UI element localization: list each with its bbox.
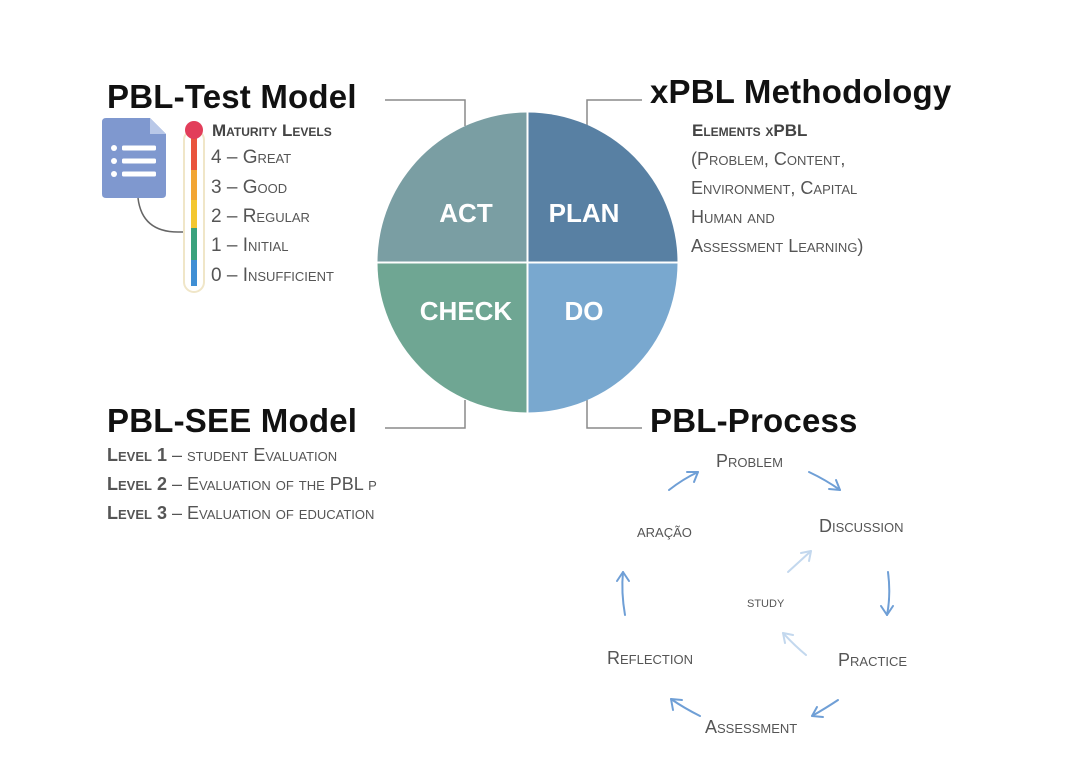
arrow-practice-assessment (811, 699, 839, 718)
connector-act (385, 99, 466, 126)
arrow-reflection-preparation (616, 571, 630, 616)
process-step-assessment: Assessment (705, 717, 798, 737)
arrow-practice-study (782, 632, 807, 656)
see-level-3: Level 3 – Evaluation of education (107, 503, 375, 523)
maturity-level-1: 1 – Initial (211, 235, 289, 256)
test-model-title: PBL-Test Model (107, 78, 357, 115)
process-step-practice: Practice (838, 650, 908, 670)
pdca-do-quadrant (527, 262, 678, 413)
thermometer-icon (183, 121, 205, 293)
pdca-circle: ACT PLAN CHECK DO (377, 112, 678, 413)
pdca-act-label: ACT (439, 198, 493, 228)
process-step-preparation: aração (637, 521, 692, 541)
pdca-plan-label: PLAN (549, 198, 620, 228)
connector-plan (586, 99, 642, 126)
xpbl-element-line-2: Environment, Capital (691, 178, 858, 198)
maturity-level-0: 0 – Insufficient (211, 265, 334, 286)
xpbl-element-line-1: (Problem, Content, (691, 149, 846, 169)
process-step-reflection: Reflection (607, 648, 693, 668)
pdca-act-quadrant (377, 112, 528, 263)
xpbl-element-line-4: Assessment Learning) (691, 236, 864, 256)
pdca-check-label: CHECK (420, 296, 513, 326)
arrow-study-discussion (787, 550, 812, 573)
see-level-1: Level 1 – student Evaluation (107, 445, 338, 465)
see-levels: Level 1 – student Evaluation Level 2 – E… (107, 441, 429, 533)
see-level-2: Level 2 – Evaluation of the PBL p (107, 474, 377, 494)
pdca-plan-quadrant (527, 112, 678, 263)
xpbl-element-line-3: Human and (691, 207, 775, 227)
process-title: PBL-Process (650, 402, 858, 439)
connector-check (385, 400, 466, 429)
xpbl-subtitle: Elements xPBL (692, 121, 808, 140)
pdca-do-label: DO (565, 296, 604, 326)
see-model-title: PBL-SEE Model (107, 402, 358, 439)
arrow-assessment-reflection (670, 698, 701, 717)
xpbl-title: xPBL Methodology (650, 73, 952, 110)
maturity-levels-title: Maturity Levels (212, 121, 332, 140)
arrow-problem-discussion (808, 471, 841, 491)
maturity-level-4: 4 – Great (211, 147, 292, 168)
process-step-problem: Problem (716, 451, 783, 471)
process-step-study: study (747, 594, 785, 611)
connector-do (586, 400, 642, 429)
maturity-level-3: 3 – Good (211, 177, 288, 198)
pdca-check-quadrant (377, 262, 528, 413)
arrow-discussion-practice (880, 571, 894, 616)
arrow-preparation-problem (668, 471, 699, 491)
maturity-level-2: 2 – Regular (211, 206, 310, 227)
document-list-icon (102, 118, 188, 233)
process-step-discussion: Discussion (819, 516, 904, 536)
